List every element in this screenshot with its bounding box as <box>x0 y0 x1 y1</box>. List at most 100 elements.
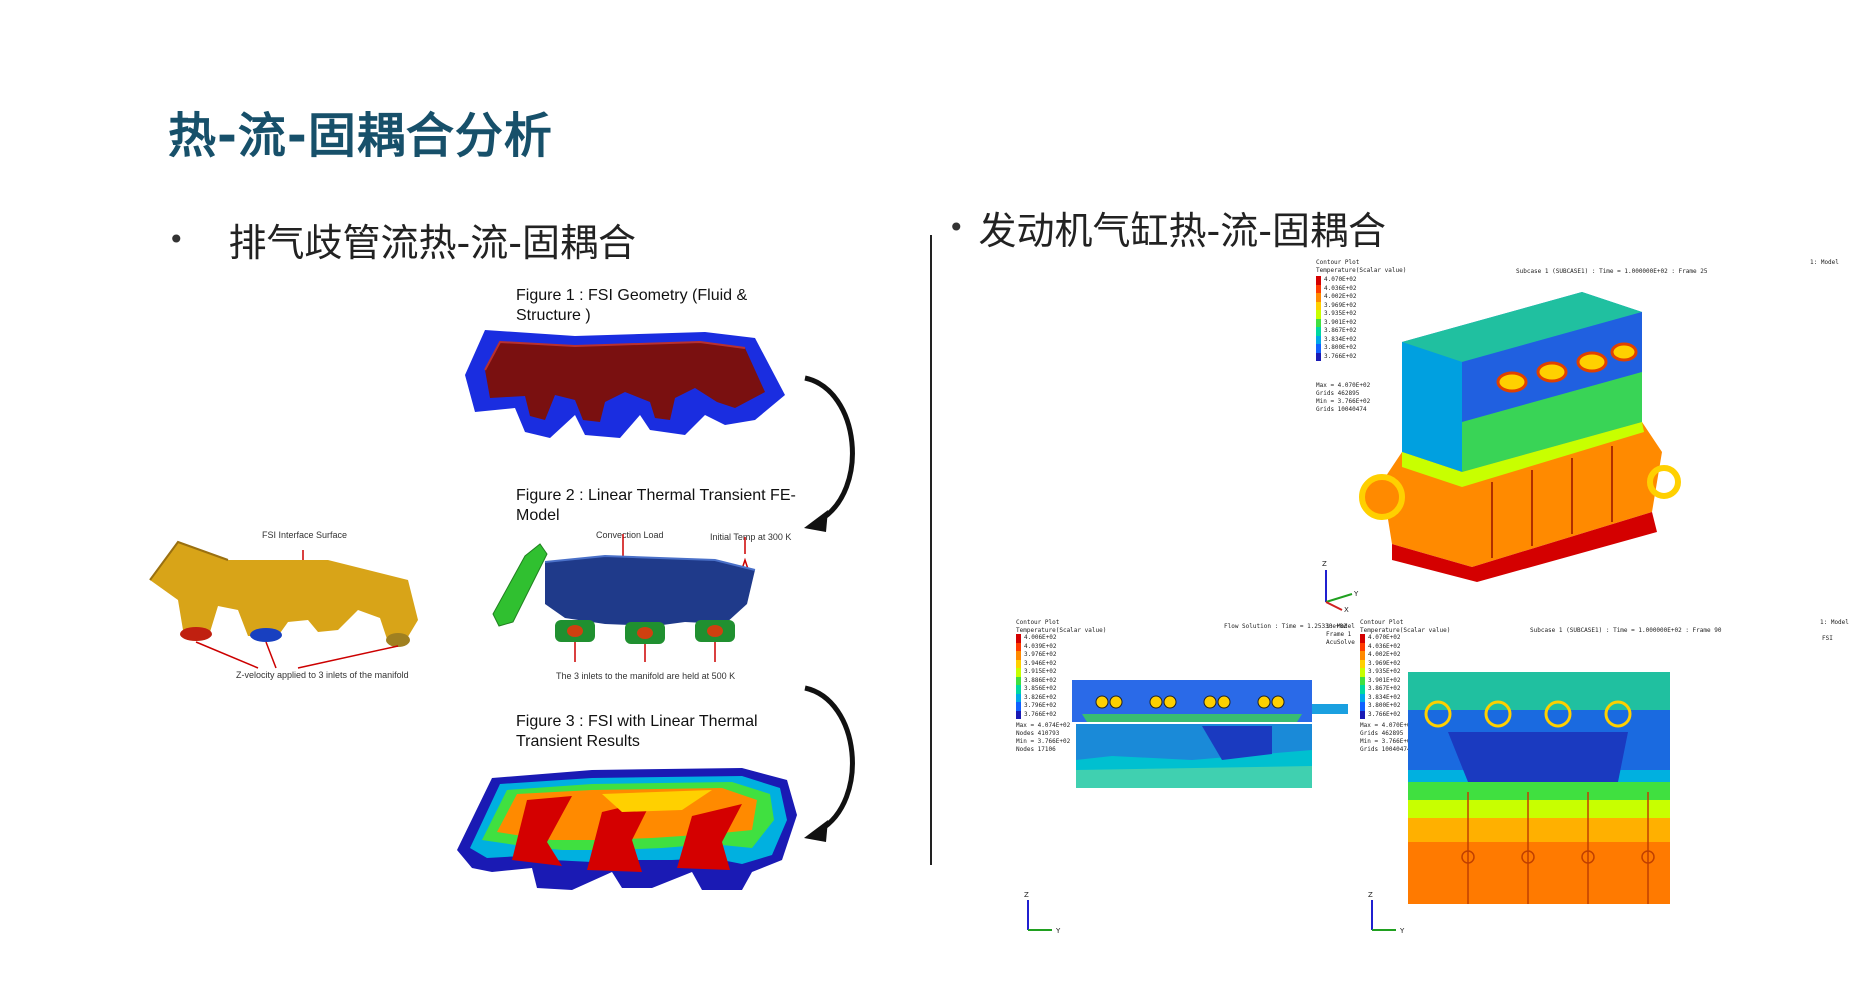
legend-swatch <box>1360 685 1365 694</box>
svg-text:Z: Z <box>1024 891 1029 899</box>
figure1-geometry-image <box>465 330 785 438</box>
br-fsi-label: FSI <box>1822 635 1833 642</box>
legend-value: 4.070E+02 <box>1324 276 1357 284</box>
legend-swatch <box>1016 693 1021 702</box>
legend-stat: Nodes 410793 <box>1016 730 1060 737</box>
legend-swatch <box>1016 659 1021 668</box>
br-legend-title: Contour Plot <box>1360 619 1404 626</box>
br-subcase-label: Subcase 1 (SUBCASE1) : Time = 1.000000E+… <box>1530 627 1722 634</box>
legend-swatch <box>1016 651 1021 660</box>
legend-entry: 3.834E+02 <box>1360 693 1401 702</box>
legend-value: 4.070E+02 <box>1368 634 1401 642</box>
inlets-label: The 3 inlets to the manifold are held at… <box>556 671 736 681</box>
bullet-left: • 排气歧管流热-流-固耦合 <box>168 212 636 267</box>
legend-value: 3.796E+02 <box>1024 702 1057 710</box>
legend-entry: 4.070E+02 <box>1316 276 1357 285</box>
bullet-left-text: 排气歧管流热-流-固耦合 <box>228 221 636 265</box>
legend-stat: Grids 462895 <box>1316 390 1360 397</box>
legend-swatch <box>1360 651 1365 660</box>
legend-value: 3.800E+02 <box>1368 702 1401 710</box>
svg-text:Y: Y <box>1353 590 1359 598</box>
svg-text:X: X <box>1344 606 1349 614</box>
column-divider <box>930 235 932 865</box>
legend-entry: 4.002E+02 <box>1316 293 1357 302</box>
figure3-results-image <box>457 768 797 890</box>
legend-swatch <box>1016 702 1021 711</box>
bullet-right: • 发动机气缸热-流-固耦合 <box>948 200 1386 255</box>
legend-swatch <box>1016 634 1021 643</box>
legend-swatch <box>1360 634 1365 643</box>
legend-swatch <box>1316 276 1321 285</box>
bullet-right-text: 发动机气缸热-流-固耦合 <box>978 209 1386 253</box>
bullet-dot: • <box>168 223 185 256</box>
legend-entry: 3.946E+02 <box>1016 659 1057 668</box>
slide-title: 热-流-固耦合分析 <box>168 108 553 164</box>
legend-value: 3.901E+02 <box>1324 318 1357 326</box>
legend-stat: Grids 10040474 <box>1316 406 1367 413</box>
figure2-fe-model-image <box>492 534 756 662</box>
br-legend-subtitle: Temperature(Scalar value) <box>1360 627 1451 634</box>
legend-swatch <box>1360 642 1365 651</box>
legend-swatch <box>1316 352 1321 361</box>
legend-swatch <box>1360 693 1365 702</box>
br-model-label: 1: Model <box>1820 619 1849 626</box>
engine-fsi-front-view-image <box>1408 672 1670 904</box>
legend-entry: 3.800E+02 <box>1360 702 1401 711</box>
legend-value: 3.867E+02 <box>1324 327 1357 335</box>
legend-entry: 3.886E+02 <box>1016 676 1057 685</box>
bl-model-label: 1: Model <box>1326 623 1355 630</box>
legend-swatch <box>1360 710 1365 719</box>
legend-swatch <box>1016 710 1021 719</box>
interface-surface-image <box>149 540 418 669</box>
axis-triad-icon: Z Y <box>1024 891 1061 935</box>
svg-text:Y: Y <box>1399 927 1405 935</box>
legend-swatch <box>1316 327 1321 336</box>
legend-value: 4.036E+02 <box>1368 642 1401 650</box>
legend-value: 3.800E+02 <box>1324 344 1357 352</box>
legend-entry: 3.800E+02 <box>1316 344 1357 353</box>
legend-entry: 3.901E+02 <box>1360 676 1401 685</box>
legend-value: 3.935E+02 <box>1324 310 1357 318</box>
legend-value: 3.969E+02 <box>1324 301 1357 309</box>
legend-value: 3.766E+02 <box>1324 352 1357 360</box>
legend-value: 3.976E+02 <box>1024 651 1057 659</box>
legend-entry: 3.796E+02 <box>1016 702 1057 711</box>
legend-swatch <box>1016 642 1021 651</box>
legend-entry: 4.006E+02 <box>1016 634 1057 643</box>
legend-value: 3.946E+02 <box>1024 659 1057 667</box>
axis-triad-icon: Z Y X <box>1322 560 1359 614</box>
legend-entry: 3.969E+02 <box>1316 301 1357 310</box>
legend-value: 3.969E+02 <box>1368 659 1401 667</box>
legend-value: 3.856E+02 <box>1024 685 1057 693</box>
engine-cfd-side-view-image <box>1072 680 1348 788</box>
figure1-caption: Figure 1 : FSI Geometry (Fluid & Structu… <box>516 287 748 324</box>
legend-entry: 3.935E+02 <box>1316 310 1357 319</box>
legend-stat: Min = 3.766E+02 <box>1016 738 1071 745</box>
velocity-label: Z-velocity applied to 3 inlets of the ma… <box>236 670 409 680</box>
legend-stat: Nodes 17106 <box>1016 746 1056 753</box>
legend-entry: 3.935E+02 <box>1360 668 1401 677</box>
top-legend-title: Contour Plot <box>1316 259 1360 266</box>
figure2-caption: Figure 2 : Linear Thermal Transient FE-M… <box>516 487 796 524</box>
top-legend-subtitle: Temperature(Scalar value) <box>1316 267 1407 274</box>
interface-label: FSI Interface Surface <box>262 530 348 540</box>
top-model-label: 1: Model <box>1810 259 1839 266</box>
legend-entry: 3.766E+02 <box>1016 710 1057 719</box>
legend-stat: Min = 3.766E+02 <box>1316 398 1371 405</box>
legend-swatch <box>1316 293 1321 302</box>
svg-text:Z: Z <box>1322 560 1327 568</box>
legend-value: 3.834E+02 <box>1324 335 1357 343</box>
legend-swatch <box>1360 702 1365 711</box>
legend-entry: 4.039E+02 <box>1016 642 1057 651</box>
legend-entry: 3.766E+02 <box>1360 710 1401 719</box>
bl-solution-label: Flow Solution : Time = 1.25330e+02 <box>1224 623 1347 630</box>
legend-entry: 4.036E+02 <box>1360 642 1401 651</box>
legend-swatch <box>1016 685 1021 694</box>
legend-entry: 3.867E+02 <box>1316 327 1357 336</box>
legend-entry: 4.070E+02 <box>1360 634 1401 643</box>
legend-swatch <box>1316 344 1321 353</box>
svg-text:Y: Y <box>1055 927 1061 935</box>
